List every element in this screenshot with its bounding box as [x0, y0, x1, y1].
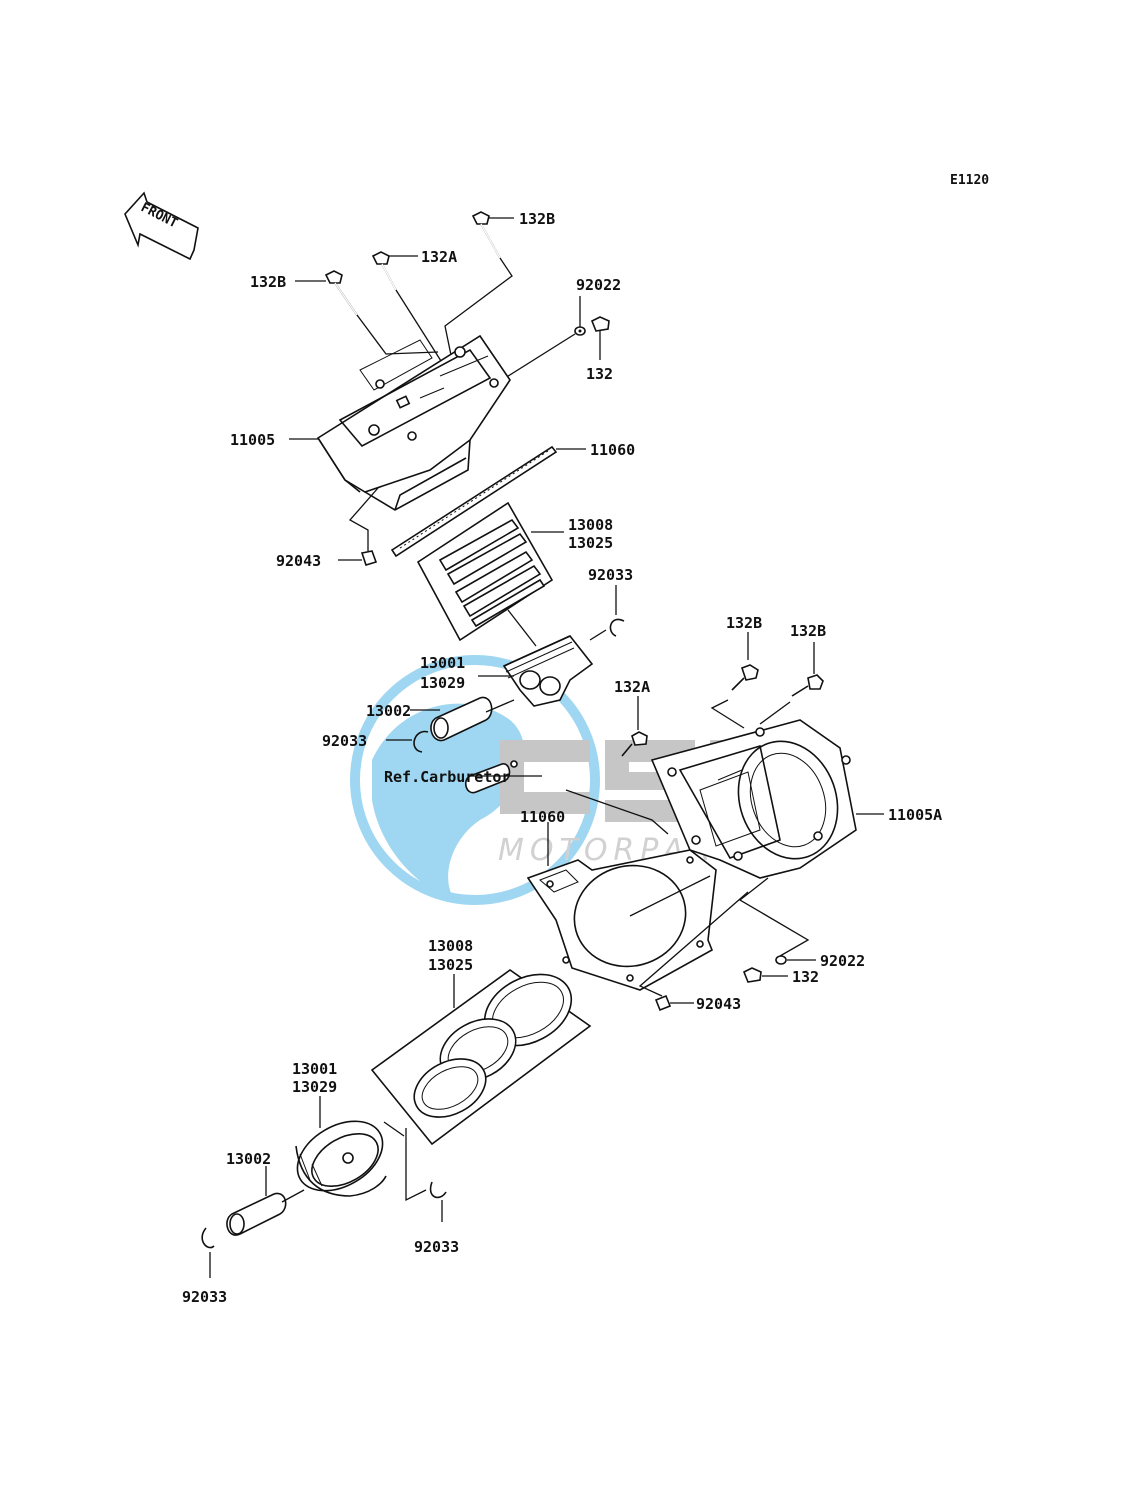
label-13001-top: 13001 [420, 654, 465, 672]
label-13029-top: 13029 [420, 674, 465, 692]
label-92022-bottom: 92022 [820, 952, 865, 970]
label-132-bottom: 132 [792, 968, 819, 986]
cylinder-11005a: 11005A [650, 719, 942, 879]
label-11060-bottom: 11060 [520, 808, 565, 826]
washer-92022-bottom: 92022 [775, 952, 865, 970]
bolt-132-bottom: 132 [742, 967, 819, 986]
piston-pin-13002-top: 13002 [366, 696, 515, 742]
label-132a-top: 132A [421, 248, 457, 266]
bolt-132-top: 132 [504, 316, 613, 383]
label-13002-bottom: 13002 [226, 1150, 271, 1168]
label-132a-mid: 132A [614, 678, 650, 696]
bolt-132a-top: 132A [371, 248, 457, 291]
piston-rings-13008-bottom: 13008 13025 [370, 937, 592, 1146]
watermark-globe-land [372, 703, 525, 900]
label-13029-bottom: 13029 [292, 1078, 337, 1096]
bolt-132a-mid: 132A [614, 678, 650, 757]
cylinder-11005: 11005 [230, 334, 511, 511]
clip-92033-top-right: 92033 [588, 566, 633, 641]
piston-rings-13008-top: 13008 13025 [416, 501, 613, 642]
label-11060-top: 11060 [590, 441, 635, 459]
ref-carburetor: Ref.Carburetor [384, 760, 542, 794]
washer-92022-top: 92022 [574, 276, 621, 336]
front-arrow-icon: FRONT [124, 191, 199, 261]
label-13001-bottom: 13001 [292, 1060, 337, 1078]
dowel-92043-top: 92043 [276, 487, 379, 570]
base-gasket-11060-bottom: 11060 [520, 808, 717, 991]
label-92022-top: 92022 [576, 276, 621, 294]
diagram-code: E1120 [950, 173, 989, 188]
label-92043-top: 92043 [276, 552, 321, 570]
bolt-132b-mid-left: 132B [726, 614, 762, 691]
dowel-92043-bottom: 92043 [638, 891, 749, 1013]
head-gasket-11060-top: 11060 [390, 441, 635, 558]
ref-carburetor-label: Ref.Carburetor [384, 768, 510, 786]
label-11005: 11005 [230, 431, 275, 449]
label-13025-bottom: 13025 [428, 956, 473, 974]
label-13008-top: 13008 [568, 516, 613, 534]
label-11005a: 11005A [888, 806, 942, 824]
label-13002-top: 13002 [366, 702, 411, 720]
clip-92033-top-left: 92033 [322, 730, 429, 753]
piston-pin-13002-bottom: 13002 [226, 1150, 305, 1236]
label-132b-mid-right: 132B [790, 622, 826, 640]
label-132b-left: 132B [250, 273, 286, 291]
label-13025-top: 13025 [568, 534, 613, 552]
label-92033-bottom-left: 92033 [182, 1288, 227, 1306]
label-13008-bottom: 13008 [428, 937, 473, 955]
label-92033-top-left: 92033 [322, 732, 367, 750]
clip-92033-bottom-left: 92033 [182, 1227, 227, 1306]
watermark-globe-ring [350, 655, 600, 905]
watermark-letter-o [500, 740, 590, 814]
label-92033-bottom-center: 92033 [414, 1238, 459, 1256]
bolt-132b-top: 132B [471, 210, 555, 259]
label-92043-bottom: 92043 [696, 995, 741, 1013]
bolt-132b-left: 132B [250, 270, 358, 316]
label-132b-mid-left: 132B [726, 614, 762, 632]
bolt-132b-mid-right: 132B [790, 622, 826, 697]
piston-13001-bottom: 13001 13029 [292, 1060, 387, 1197]
label-132-top: 132 [586, 365, 613, 383]
label-92033-top-right: 92033 [588, 566, 633, 584]
label-132b-top: 132B [519, 210, 555, 228]
piston-13001-top: 13001 13029 [420, 635, 594, 707]
clip-92033-bottom-center: 92033 [405, 1128, 459, 1256]
